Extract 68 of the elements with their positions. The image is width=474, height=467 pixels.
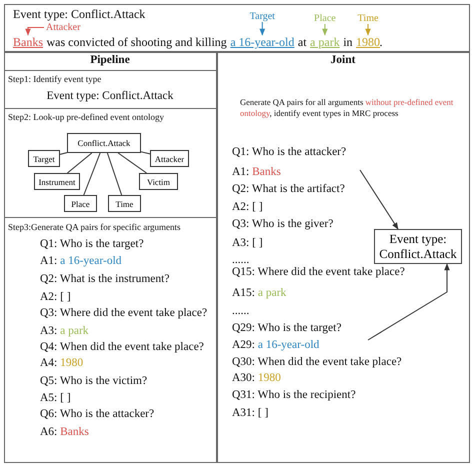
ontology-box: Conflict.Attack — [67, 133, 141, 153]
ontology-box: Time — [108, 195, 141, 212]
connector-line — [140, 151, 150, 154]
arrow — [360, 170, 398, 230]
leader-arrow — [322, 24, 328, 36]
ellipsis: ...... — [232, 305, 250, 319]
answer-text: A1: Banks — [232, 166, 281, 180]
question-text: Q3: Who is the giver? — [232, 218, 334, 232]
answer-text: A30: 1980 — [232, 372, 281, 386]
answer-text: A3: a park — [40, 325, 89, 339]
event-type-box: Event type: Conflict.Attack — [374, 229, 462, 264]
ontology-box: Target — [28, 150, 60, 167]
question-text: Q2: What is the artifact? — [232, 183, 345, 197]
sentence-text: . — [380, 36, 383, 50]
argument-role-label: Place — [314, 13, 336, 24]
answer-text: A4: 1980 — [40, 357, 84, 371]
question-text: Q30: When did the event take place? — [232, 356, 402, 370]
answer-text: A5: [ ] — [40, 392, 71, 406]
answer-text: A31: [ ] — [232, 407, 268, 421]
step-heading: Step3:Generate QA pairs for specific arguments — [8, 222, 181, 233]
question-text: Q4: When did the event take place? — [40, 341, 204, 355]
connector-line — [106, 152, 122, 196]
argument-word: a 16-year-old — [230, 36, 294, 50]
argument-word: a park — [310, 36, 340, 50]
column-heading: Pipeline — [90, 54, 130, 68]
argument-word: 1980 — [356, 36, 380, 50]
event-type-text: Event type: Conflict.Attack — [46, 90, 174, 104]
argument-role-label: Target — [250, 11, 275, 22]
connector-line — [83, 152, 101, 196]
question-text: Q29: Who is the target? — [232, 322, 342, 336]
argument-role-label: Time — [358, 13, 378, 24]
column-heading: Joint — [330, 54, 356, 68]
sentence-text: at — [298, 36, 307, 50]
question-text: Q6: Who is the attacker? — [40, 408, 154, 422]
event-type-text: Event type: Conflict.Attack — [13, 7, 146, 22]
arrow — [368, 263, 450, 340]
sentence-text: was convicted of shooting and killing — [46, 36, 227, 50]
answer-text: A1: a 16-year-old — [40, 255, 122, 269]
leader-arrow — [25, 27, 44, 36]
answer-text: A6: Banks — [40, 426, 89, 440]
answer-text: A2: [ ] — [232, 201, 263, 215]
leader-arrow — [365, 24, 371, 36]
question-text: Q2: What is the instrument? — [40, 273, 170, 287]
description-text: Generate QA pairs for all arguments without pre-defined event ontology, identify event types in MRC process — [240, 97, 454, 120]
answer-text: A29: a 16-year-old — [232, 339, 320, 353]
answer-text: A2: [ ] — [40, 291, 71, 305]
ontology-box: Place — [64, 195, 97, 212]
ontology-box: Instrument — [34, 173, 80, 190]
connector-line — [118, 152, 147, 174]
question-text: Q1: Who is the target? — [40, 238, 144, 252]
ellipsis: ...... — [232, 254, 250, 267]
argument-role-label: Attacker — [46, 22, 80, 33]
question-text: Q31: Who is the recipient? — [232, 389, 356, 403]
question-text: Q1: Who is the attacker? — [232, 146, 346, 160]
answer-text: A15: a park — [232, 287, 286, 301]
connector-line — [60, 152, 68, 155]
connector-line — [66, 152, 92, 174]
step-heading: Step2: Look-up pre-defined event ontology — [8, 112, 164, 123]
argument-word: Banks — [13, 36, 43, 50]
answer-text: A3: [ ] — [232, 237, 263, 251]
ontology-box: Victim — [139, 173, 178, 190]
question-text: Q15: Where did the event take place? — [232, 266, 405, 280]
question-text: Q3: Where did the event take place? — [40, 307, 208, 321]
sentence-text: in — [343, 36, 353, 50]
question-text: Q5: Who is the victim? — [40, 375, 148, 389]
ontology-box: Attacker — [150, 150, 189, 167]
step-heading: Step1: Identify event type — [8, 74, 102, 85]
leader-arrow — [260, 22, 266, 36]
